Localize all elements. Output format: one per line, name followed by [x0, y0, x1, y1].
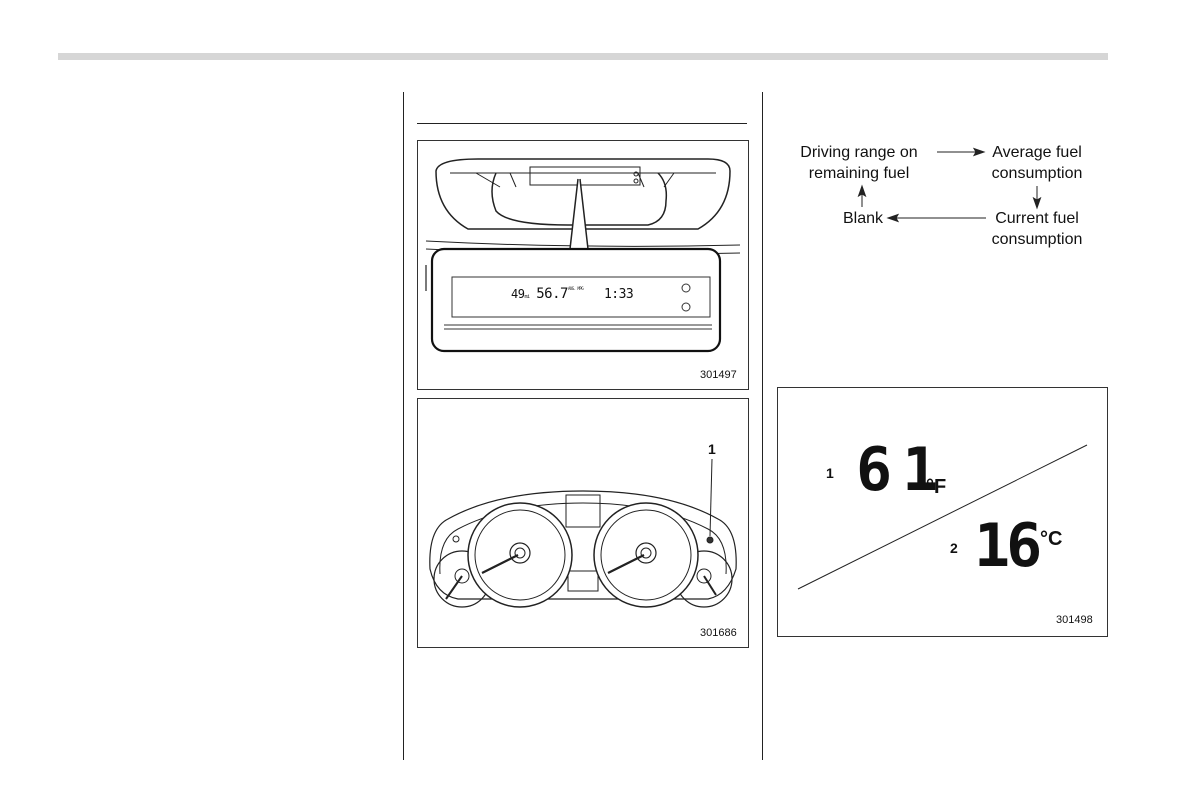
- page-header-bar: [58, 53, 1108, 60]
- range-value: 49: [511, 287, 524, 301]
- section-rule: [417, 123, 747, 124]
- figure-instrument-cluster: 1 301686: [417, 398, 749, 648]
- arrow-up-icon: [859, 186, 866, 196]
- flow-average-line2: consumption: [978, 163, 1096, 184]
- figure-code: 301498: [1056, 614, 1093, 626]
- callout-indicator-1: 1: [708, 441, 716, 457]
- dashboard-illustration: [418, 141, 748, 389]
- column-divider-right: [762, 92, 763, 760]
- range-unit: mi: [524, 294, 529, 300]
- flow-driving-range: Driving range on remaining fuel: [784, 142, 934, 184]
- flow-current-line2: consumption: [978, 229, 1096, 250]
- flow-average-fuel: Average fuel consumption: [978, 142, 1096, 184]
- flow-driving-range-line1: Driving range on: [784, 142, 934, 163]
- figure-dashboard-display: 49mi 56.7AVG. MPG 1:33 301497: [417, 140, 749, 390]
- temperature-celsius-value: 16: [974, 514, 1038, 578]
- display-readout: 49mi 56.7AVG. MPG 1:33: [511, 286, 633, 302]
- average-unit: AVG. MPG: [568, 286, 583, 291]
- clock-value: 1:33: [604, 287, 633, 302]
- temperature-diagonal: [778, 388, 1107, 636]
- temperature-fahrenheit-unit: °F: [926, 476, 946, 499]
- flow-current-fuel: Current fuel consumption: [978, 208, 1096, 250]
- flow-current-line1: Current fuel: [978, 208, 1096, 229]
- arrow-down-icon: [1034, 198, 1041, 208]
- callout-celsius-2: 2: [950, 540, 958, 556]
- figure-temperature-display: 1 61 °F 2 16 °C 301498: [777, 387, 1108, 637]
- average-value: 56.7: [536, 286, 568, 302]
- flow-blank: Blank: [834, 208, 892, 229]
- flow-driving-range-line2: remaining fuel: [784, 163, 934, 184]
- temperature-celsius-unit: °C: [1040, 528, 1062, 551]
- flow-average-line1: Average fuel: [978, 142, 1096, 163]
- column-divider-left: [403, 92, 404, 760]
- figure-code: 301686: [700, 627, 737, 639]
- figure-code: 301497: [700, 369, 737, 381]
- callout-fahrenheit-1: 1: [826, 465, 834, 481]
- cluster-illustration: [418, 399, 748, 647]
